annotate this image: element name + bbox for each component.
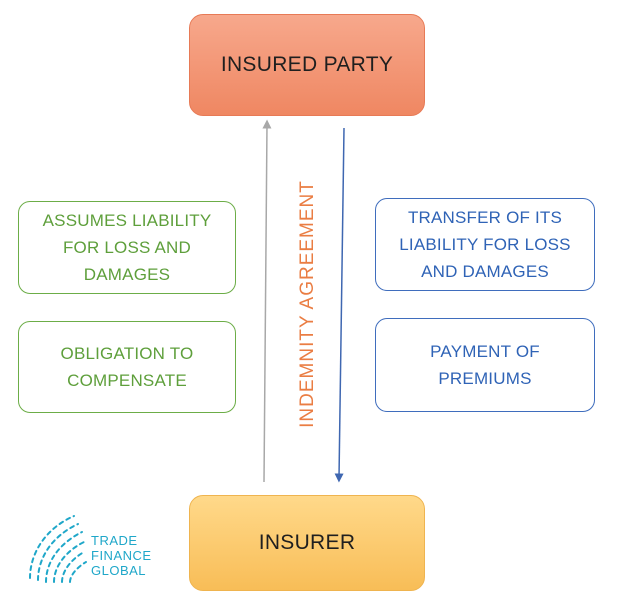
logo-line-finance: FINANCE [91, 548, 152, 563]
logo-line-global: GLOBAL [91, 563, 147, 578]
logo-line-trade: TRADE [91, 533, 138, 548]
trade-finance-global-logo-icon [29, 515, 87, 583]
assumes-liability-text: ASSUMES LIABILITY FOR LOSS AND DAMAGES [42, 211, 212, 284]
up-arrow-to-insured-party [262, 119, 272, 483]
insured-party-label: INSURED PARTY [220, 53, 394, 76]
down-arrow-to-insurer [334, 127, 345, 483]
trade-finance-global-logo-text: TRADE FINANCE GLOBAL [91, 533, 152, 578]
payment-of-premiums-box: PAYMENT OF PREMIUMS [375, 318, 595, 412]
assumes-liability-box: ASSUMES LIABILITY FOR LOSS AND DAMAGES [18, 201, 236, 294]
transfer-of-liability-text: TRANSFER OF ITS LIABILITY FOR LOSS AND D… [399, 208, 571, 281]
insurer-label: INSURER [258, 531, 356, 554]
payment-of-premiums-text: PAYMENT OF PREMIUMS [430, 342, 540, 388]
transfer-of-liability-box: TRANSFER OF ITS LIABILITY FOR LOSS AND D… [375, 198, 595, 291]
insured-party-node: INSURED PARTY [189, 14, 425, 116]
insurer-node: INSURER [189, 495, 425, 591]
indemnity-agreement-label: INDEMNITY AGREEMENT [297, 180, 318, 428]
obligation-to-compensate-box: OBLIGATION TO COMPENSATE [18, 321, 236, 413]
obligation-to-compensate-text: OBLIGATION TO COMPENSATE [60, 344, 194, 390]
